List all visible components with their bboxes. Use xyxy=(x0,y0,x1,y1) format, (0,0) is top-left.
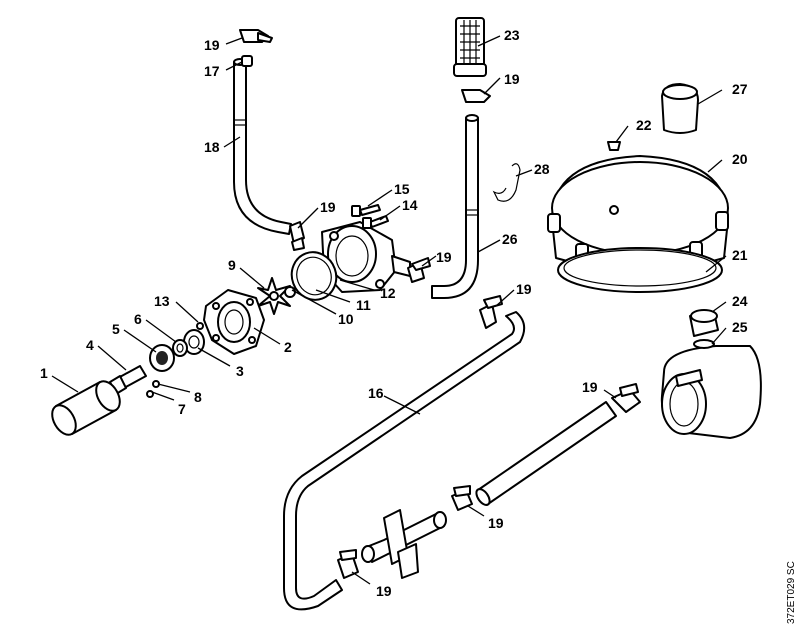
callout-25: 25 xyxy=(732,319,748,335)
callout-19-strainer: 19 xyxy=(504,71,520,87)
valve-body xyxy=(361,509,447,579)
callout-3: 3 xyxy=(236,363,244,379)
clamp-19-pump xyxy=(289,221,305,251)
callout-15: 15 xyxy=(394,181,410,197)
hose-18 xyxy=(233,58,292,235)
washer-7 xyxy=(146,390,154,398)
callout-27: 27 xyxy=(732,81,748,97)
callout-19-diagonal: 19 xyxy=(582,379,598,395)
callout-16: 16 xyxy=(368,385,384,401)
clamp-19-d xyxy=(451,485,473,511)
callout-19-pump: 19 xyxy=(320,199,336,215)
callout-11: 11 xyxy=(356,297,371,313)
washer-25 xyxy=(693,339,715,349)
ring-6 xyxy=(172,339,188,357)
knob-24 xyxy=(689,309,719,337)
callout-7: 7 xyxy=(178,401,186,417)
sleeve-17 xyxy=(241,55,253,67)
cover-plate-2 xyxy=(203,289,265,355)
callout-labels: 1 2 3 4 5 6 7 8 9 10 11 12 13 14 15 16 1… xyxy=(40,27,748,599)
screw-14 xyxy=(362,215,389,229)
callout-1: 1 xyxy=(40,365,48,381)
clamp-19-a xyxy=(407,257,431,283)
callout-2: 2 xyxy=(284,339,292,355)
clamp-19-strainer xyxy=(461,89,491,103)
clamp-19-c xyxy=(611,383,641,413)
callout-6: 6 xyxy=(134,311,142,327)
clamp-19-top xyxy=(239,29,273,43)
washer-13 xyxy=(196,322,204,330)
grommet-1 xyxy=(51,380,121,436)
callout-24: 24 xyxy=(732,293,748,309)
impeller-9 xyxy=(257,277,291,315)
callout-5: 5 xyxy=(112,321,120,337)
callout-18: 18 xyxy=(204,139,220,155)
callout-13: 13 xyxy=(154,293,170,309)
callout-19-hose-16: 19 xyxy=(516,281,532,297)
figure-code: 372ET029 SC xyxy=(786,561,797,624)
oring-10 xyxy=(290,251,338,301)
clamp-19-b xyxy=(479,295,503,329)
leader-lines xyxy=(51,35,727,585)
callout-4: 4 xyxy=(86,337,94,353)
callout-9: 9 xyxy=(228,257,236,273)
callout-22: 22 xyxy=(636,117,652,133)
callout-28: 28 xyxy=(534,161,550,177)
callout-19-valve-left: 19 xyxy=(376,583,392,599)
pump-housing-12 xyxy=(321,221,411,293)
hose-26 xyxy=(431,114,479,299)
callout-19-hose-26: 19 xyxy=(436,249,452,265)
callout-19-top-left: 19 xyxy=(204,37,220,53)
washer-11 xyxy=(284,286,296,298)
callout-20: 20 xyxy=(732,151,748,167)
callout-17: 17 xyxy=(204,63,220,79)
cap-27 xyxy=(661,83,699,134)
callout-14: 14 xyxy=(402,197,418,213)
strainer-23 xyxy=(453,17,487,77)
callout-8: 8 xyxy=(194,389,202,405)
callout-26: 26 xyxy=(502,231,518,247)
plug-22 xyxy=(607,141,621,151)
callout-21: 21 xyxy=(732,247,748,263)
callout-10: 10 xyxy=(338,311,354,327)
valve-connector xyxy=(660,345,762,439)
callout-19-valve-right: 19 xyxy=(488,515,504,531)
hose-diagonal xyxy=(475,401,617,506)
hose-16 xyxy=(283,311,526,611)
callout-23: 23 xyxy=(504,27,520,43)
callout-12: 12 xyxy=(380,285,396,301)
bearing-5 xyxy=(149,344,175,372)
seal-ring-21 xyxy=(557,247,723,293)
clip-28 xyxy=(492,163,521,202)
screw-15 xyxy=(351,204,381,217)
